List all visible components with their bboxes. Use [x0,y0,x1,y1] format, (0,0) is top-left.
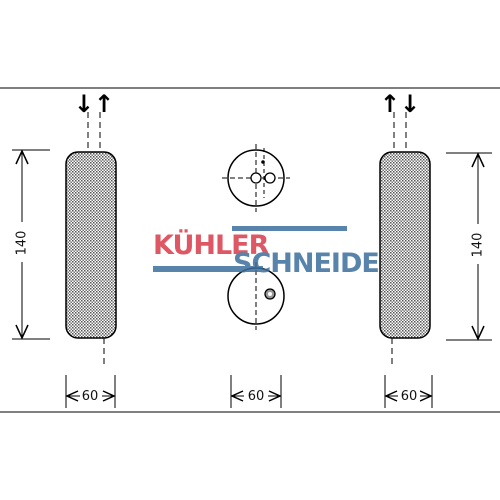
left-height-label: 140 [15,231,30,256]
top-view-port-left [250,172,262,184]
right-flow-arrows: ↑↓ [380,90,420,118]
left-width-label: 60 [82,389,99,404]
watermark-kuehler: KÜHLER [153,228,270,261]
left-height-arrow-bottom [15,324,29,340]
left-flow-arrows: ↓↑ [74,90,114,118]
right-width-label: 60 [401,389,418,404]
top-view-port-right [264,172,276,184]
center-width-label: 60 [248,389,265,404]
left-width-arrow-left [65,390,79,402]
right-drier-view: ↑↓ 140 60 [379,90,492,408]
center-width-dimension: 60 [230,375,282,408]
watermark-schneider: SCHNEIDER [233,248,400,279]
left-height-arrow-top [15,149,29,165]
center-bottom-view [227,262,285,330]
right-height-label: 140 [471,233,486,258]
watermark-logo: KÜHLER SCHNEIDER [153,226,401,279]
right-drier-body [379,151,431,339]
left-drier-view: ↓↑ 140 60 [12,90,117,408]
left-drier-body [65,151,117,339]
center-top-view [222,144,290,212]
left-width-arrow-right [102,390,116,402]
